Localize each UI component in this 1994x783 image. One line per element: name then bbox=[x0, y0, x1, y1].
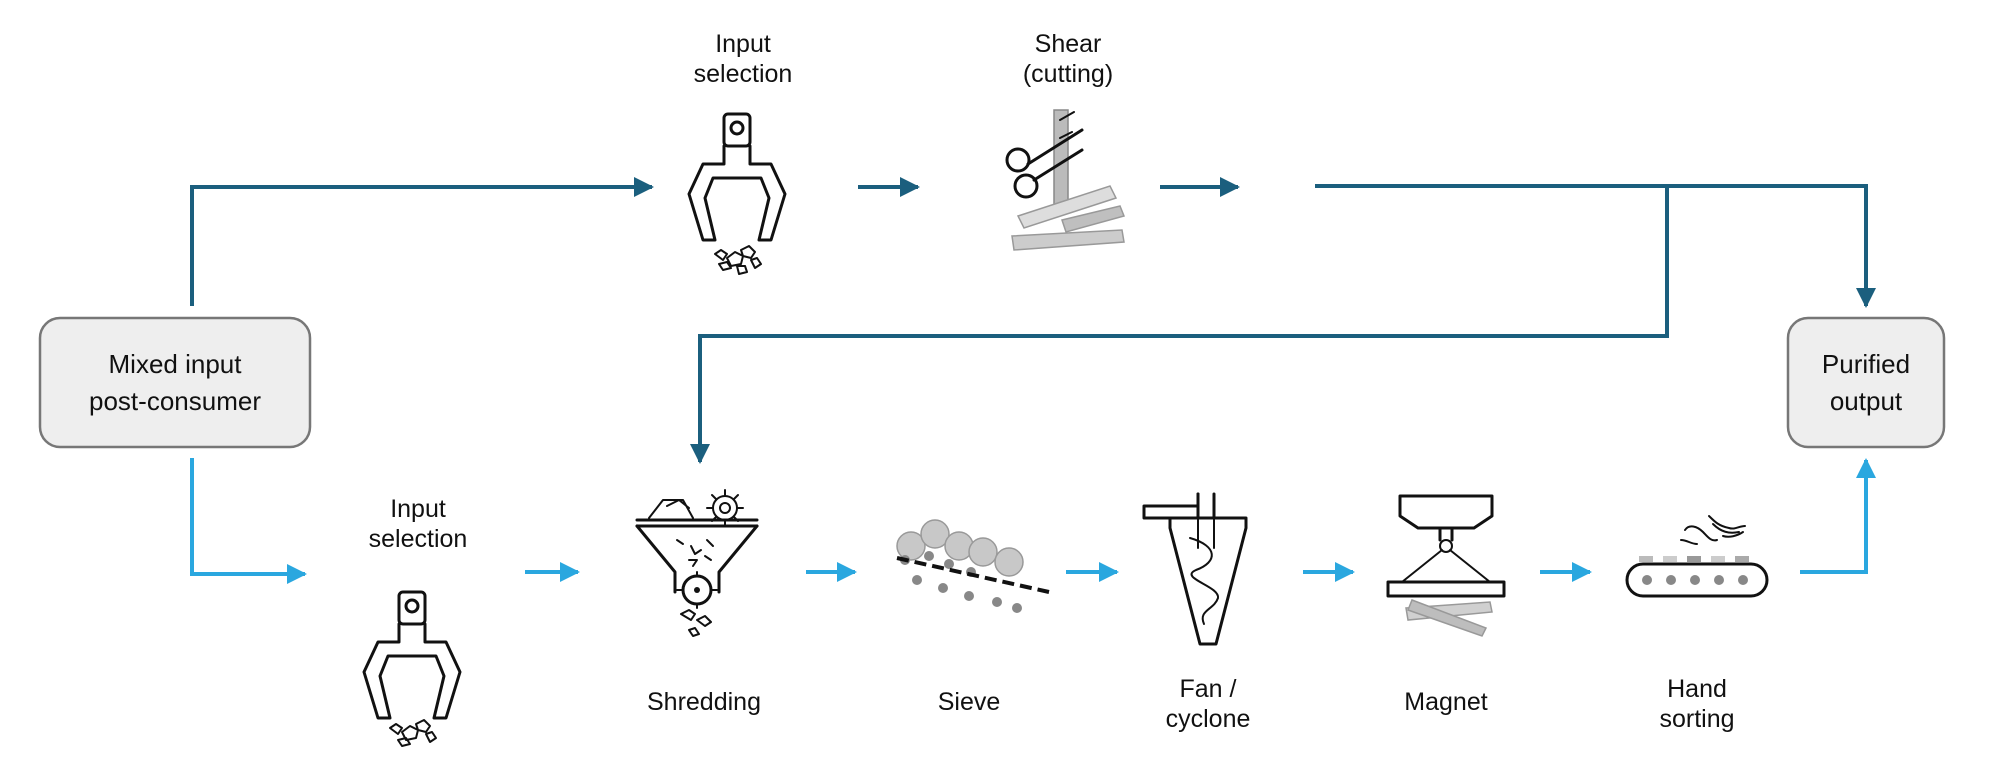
cyclone-label-line1: Fan / bbox=[1180, 675, 1237, 703]
line-shear-to-output bbox=[1315, 184, 1876, 308]
mixed-input-label-line1: Mixed input bbox=[109, 349, 243, 379]
purified-output-box: Purified output bbox=[1786, 316, 1946, 449]
shear-label-line2: (cutting) bbox=[1023, 60, 1113, 88]
cyclone-label-line2: cyclone bbox=[1166, 705, 1251, 733]
upper-selection-label-line1: Input bbox=[715, 30, 771, 58]
arrow-input-to-upper-selection bbox=[190, 177, 654, 306]
magnet-label: Magnet bbox=[1404, 688, 1487, 716]
conveyor-hands-icon bbox=[1625, 515, 1769, 598]
lower-input-selection-step: Input selection bbox=[362, 495, 468, 747]
fan-cyclone-step: Fan / cyclone bbox=[1142, 492, 1251, 733]
sieve-step: Sieve bbox=[896, 519, 1050, 716]
shear-step: Shear (cutting) bbox=[1005, 30, 1126, 251]
mixed-input-box: Mixed input post-consumer bbox=[38, 316, 312, 449]
shredder-hopper-icon bbox=[635, 489, 759, 637]
shredding-step: Shredding bbox=[635, 489, 761, 716]
arrow-input-to-lower-selection bbox=[190, 458, 307, 584]
claw-gripper-icon bbox=[687, 112, 787, 275]
handsorting-label-line2: sorting bbox=[1659, 705, 1734, 733]
upper-input-selection-step: Input selection bbox=[687, 30, 793, 275]
hand-sorting-step: Hand sorting bbox=[1625, 515, 1769, 733]
sieve-icon bbox=[896, 519, 1050, 613]
lower-route-arrows bbox=[190, 458, 1876, 584]
shear-label-line1: Shear bbox=[1035, 30, 1102, 58]
magnet-crane-icon bbox=[1386, 494, 1506, 637]
mixed-input-label-line2: post-consumer bbox=[89, 386, 261, 416]
claw-gripper-icon bbox=[362, 590, 462, 747]
upper-route-arrows bbox=[190, 177, 1876, 464]
sieve-label: Sieve bbox=[938, 688, 1001, 716]
purified-output-label-line2: output bbox=[1830, 386, 1903, 416]
magnet-step: Magnet bbox=[1386, 494, 1506, 716]
lower-selection-label-line1: Input bbox=[390, 495, 446, 523]
line-shear-to-shredding bbox=[690, 186, 1669, 464]
arrow-handsorting-to-output bbox=[1800, 458, 1876, 574]
cyclone-icon bbox=[1142, 492, 1248, 646]
handsorting-label-line1: Hand bbox=[1667, 675, 1727, 703]
lower-selection-label-line2: selection bbox=[369, 525, 468, 553]
upper-selection-label-line2: selection bbox=[694, 60, 793, 88]
scissors-shear-icon bbox=[1005, 109, 1126, 251]
purified-output-label-line1: Purified bbox=[1822, 349, 1910, 379]
shredding-label: Shredding bbox=[647, 688, 761, 716]
